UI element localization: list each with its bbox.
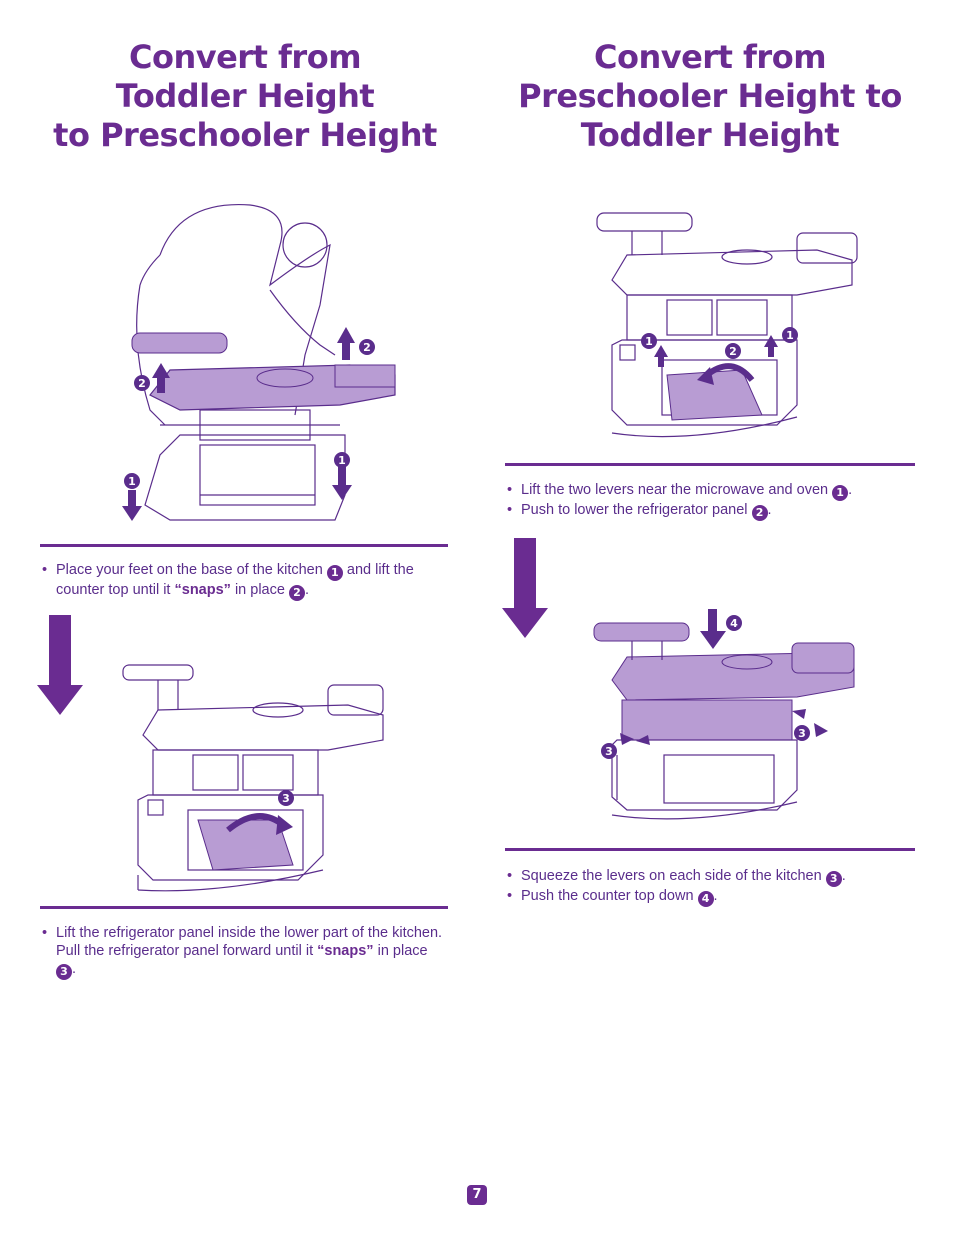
callout-1: 1 — [338, 454, 346, 467]
punctuation: . — [841, 868, 846, 884]
punctuation: . — [304, 582, 309, 598]
illustration-lift-counter: 1 1 2 2 — [122, 203, 396, 521]
emphasis-snaps: “snaps” — [174, 582, 231, 598]
illustration-lift-levers: 1 1 2 — [596, 212, 858, 438]
divider — [505, 848, 915, 851]
callout-3: 3 — [605, 745, 613, 758]
punctuation: . — [848, 482, 853, 498]
emphasis-snaps: “snaps” — [317, 943, 374, 959]
person-outline — [159, 203, 331, 416]
callout-1: 1 — [786, 329, 794, 342]
divider — [505, 463, 915, 466]
punctuation: . — [767, 502, 772, 518]
callout-1: 1 — [128, 475, 136, 488]
callout-2: 2 — [138, 377, 146, 390]
right-step-1: Lift the two levers near the microwave a… — [505, 481, 915, 521]
bullet-item: Push to lower the refrigerator panel 2. — [505, 501, 915, 521]
divider — [40, 544, 448, 547]
step-number-badge: 2 — [751, 505, 768, 521]
callout-1: 1 — [645, 335, 653, 348]
step-number-badge: 2 — [288, 585, 305, 601]
bullet-text: Push to lower the refrigerator panel — [521, 502, 748, 518]
bullet-text: in place — [234, 582, 285, 598]
right-step-2: Squeeze the levers on each side of the k… — [505, 867, 915, 907]
title-line: to Preschooler Height — [53, 116, 437, 154]
title-line: Convert from — [128, 38, 362, 76]
step-number-badge: 4 — [697, 891, 714, 907]
bullet-text: Push the counter top down — [521, 888, 694, 904]
bullet-item: Place your feet on the base of the kitch… — [40, 561, 445, 601]
callout-3: 3 — [282, 792, 290, 805]
bullet-text: and lift the counter top until it — [56, 562, 414, 598]
bullet-text: Place your feet on the base of the kitch… — [56, 562, 323, 578]
bullet-item: Lift the refrigerator panel inside the l… — [40, 924, 445, 980]
step-number-badge: 1 — [832, 485, 849, 501]
callout-4: 4 — [730, 617, 738, 630]
bullet-item: Squeeze the levers on each side of the k… — [505, 867, 915, 887]
bullet-item: Push the counter top down 4. — [505, 887, 915, 907]
bullet-item: Lift the two levers near the microwave a… — [505, 481, 915, 501]
step-number-badge: 3 — [825, 871, 842, 887]
illustration-fridge-panel-forward: 3 — [122, 664, 384, 892]
bullet-text: Lift the two levers near the microwave a… — [521, 482, 829, 498]
callout-3: 3 — [798, 727, 806, 740]
punctuation: . — [713, 888, 718, 904]
bullet-text: Lift the refrigerator panel inside the l… — [56, 925, 443, 959]
page-number: 7 — [467, 1185, 487, 1205]
title-line: Toddler Height — [580, 116, 840, 154]
bullet-text: in place — [377, 943, 428, 959]
callout-2: 2 — [729, 345, 737, 358]
left-step-1: Place your feet on the base of the kitch… — [40, 561, 445, 601]
punctuation: . — [72, 961, 77, 977]
title-line: Preschooler Height to — [518, 77, 902, 115]
title-toddler-to-preschooler: Convert from Toddler Height to Preschool… — [40, 38, 450, 155]
illustration-squeeze-levers: 3 3 4 — [593, 609, 855, 820]
left-step-2: Lift the refrigerator panel inside the l… — [40, 924, 445, 980]
down-arrow-icon — [502, 538, 548, 638]
step-number-badge: 3 — [56, 964, 72, 980]
title-preschooler-to-toddler: Convert from Preschooler Height to Toddl… — [505, 38, 915, 155]
bullet-text: Squeeze the levers on each side of the k… — [521, 868, 822, 884]
callout-2: 2 — [363, 341, 371, 354]
title-line: Toddler Height — [115, 77, 375, 115]
down-arrow-icon — [37, 615, 83, 715]
step-number-badge: 1 — [326, 565, 343, 581]
divider — [40, 906, 448, 909]
title-line: Convert from — [593, 38, 827, 76]
